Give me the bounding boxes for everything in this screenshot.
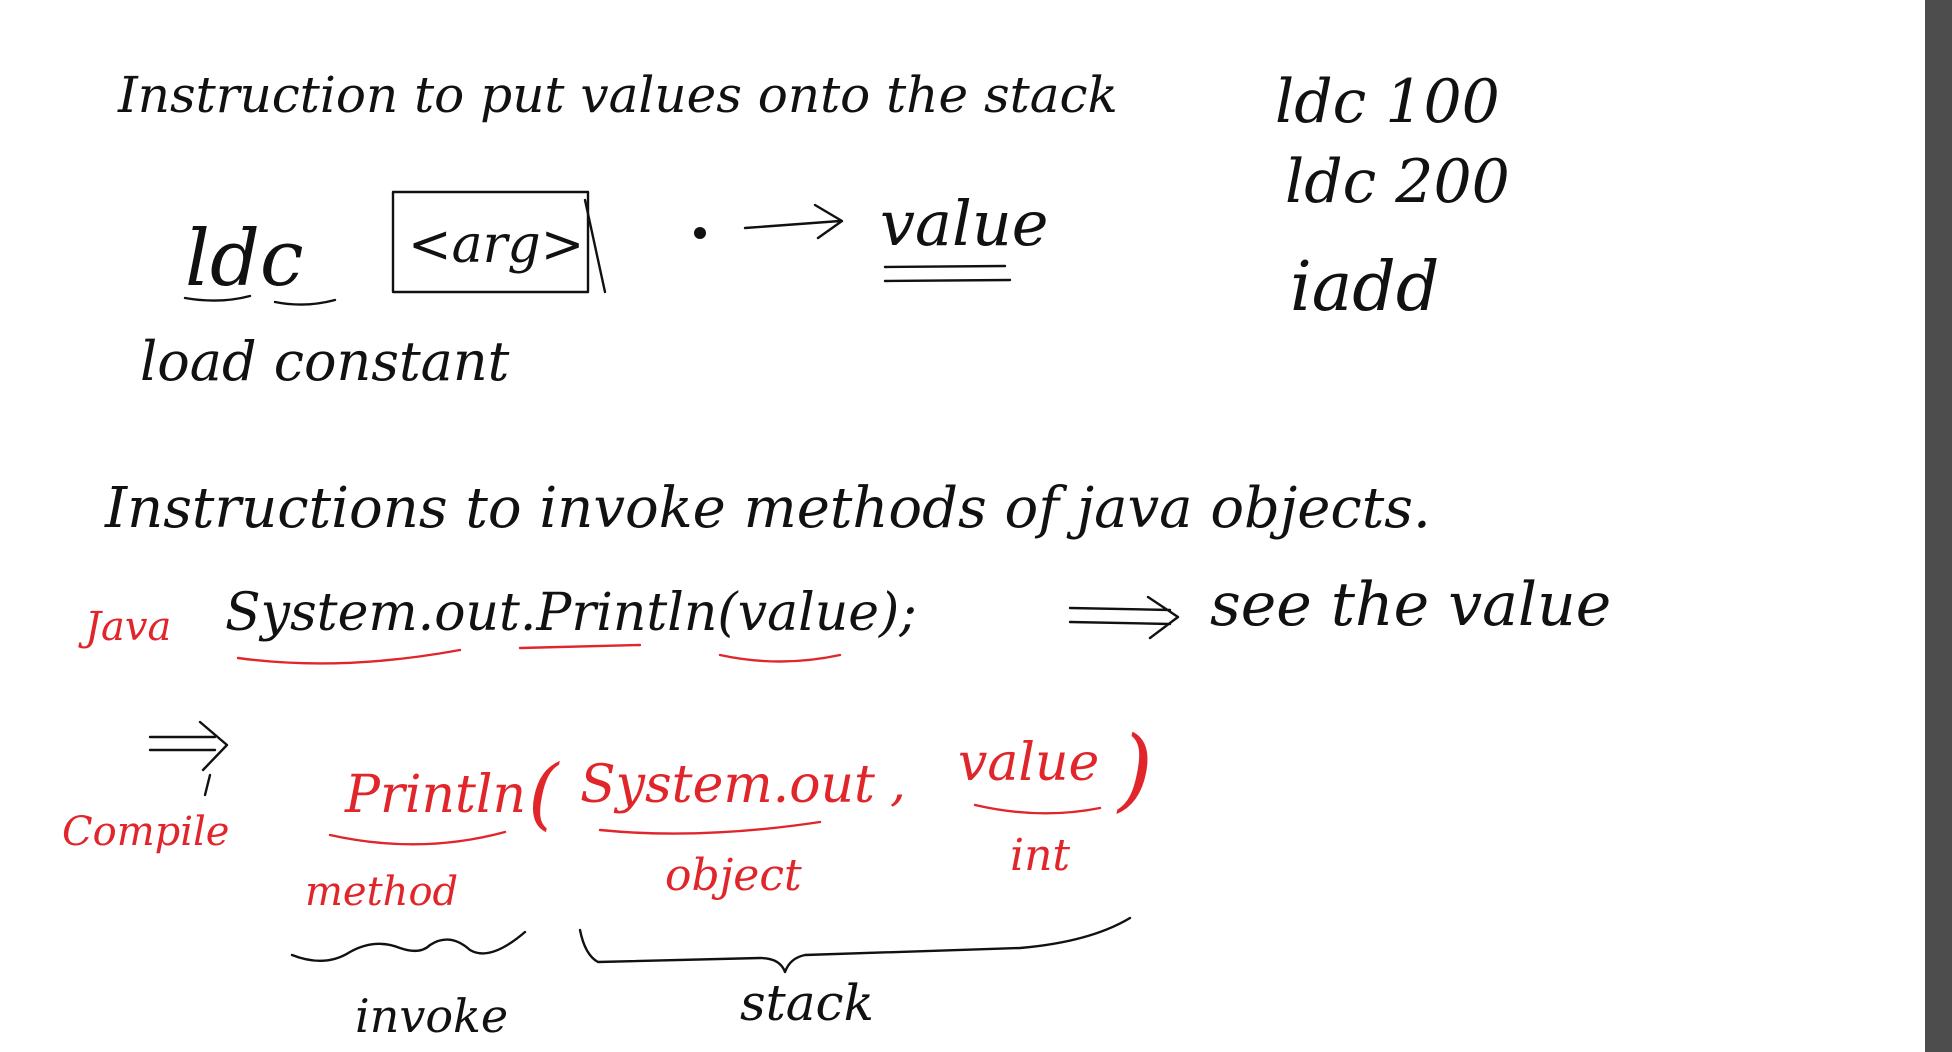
compiled-paren-open: ( xyxy=(528,749,560,839)
compile-arrow-icon xyxy=(148,720,229,797)
java-statement-underlines xyxy=(236,643,842,665)
compiled-paren-close: ) xyxy=(1116,717,1153,822)
arg-box-tick xyxy=(583,198,607,294)
label-invoke: invoke xyxy=(355,989,508,1043)
window-edge xyxy=(1925,0,1952,1052)
label-method: method xyxy=(305,869,458,915)
ldc-text: ldc xyxy=(185,214,304,304)
arg-text: <arg> xyxy=(408,215,584,275)
arg-box xyxy=(391,190,590,294)
compiled-method: Println xyxy=(344,765,526,825)
ldc-underline xyxy=(183,294,337,306)
load-constant-text: load constant xyxy=(140,330,510,393)
compiled-object: System.out xyxy=(580,755,875,815)
compiled-underlines xyxy=(328,803,1102,846)
code-line-3: iadd xyxy=(1290,248,1439,327)
label-object: object xyxy=(665,850,802,901)
code-line-2: ldc 200 xyxy=(1285,147,1510,217)
java-statement: System.out.Println(value); xyxy=(225,583,917,643)
heading-invoke-methods: Instructions to invoke methods of java o… xyxy=(104,476,1431,541)
compiled-comma: , xyxy=(890,754,906,812)
heading-put-values: Instruction to put values onto the stack xyxy=(117,66,1118,124)
code-line-1: ldc 100 xyxy=(1275,67,1500,137)
value-double-underline xyxy=(883,264,1012,283)
see-the-value-text: see the value xyxy=(1210,570,1611,640)
compiled-arg: value xyxy=(958,733,1099,793)
compile-label: Compile xyxy=(62,809,229,855)
stack-brace xyxy=(578,916,1132,974)
label-int: int xyxy=(1010,830,1070,881)
java-label: Java xyxy=(78,604,171,650)
arrow-icon xyxy=(743,203,844,240)
invoke-brace xyxy=(290,930,527,962)
implies-arrow-icon xyxy=(1068,595,1180,640)
label-stack: stack xyxy=(740,974,874,1032)
bullet-dot xyxy=(694,227,706,239)
value-text: value xyxy=(880,187,1048,260)
